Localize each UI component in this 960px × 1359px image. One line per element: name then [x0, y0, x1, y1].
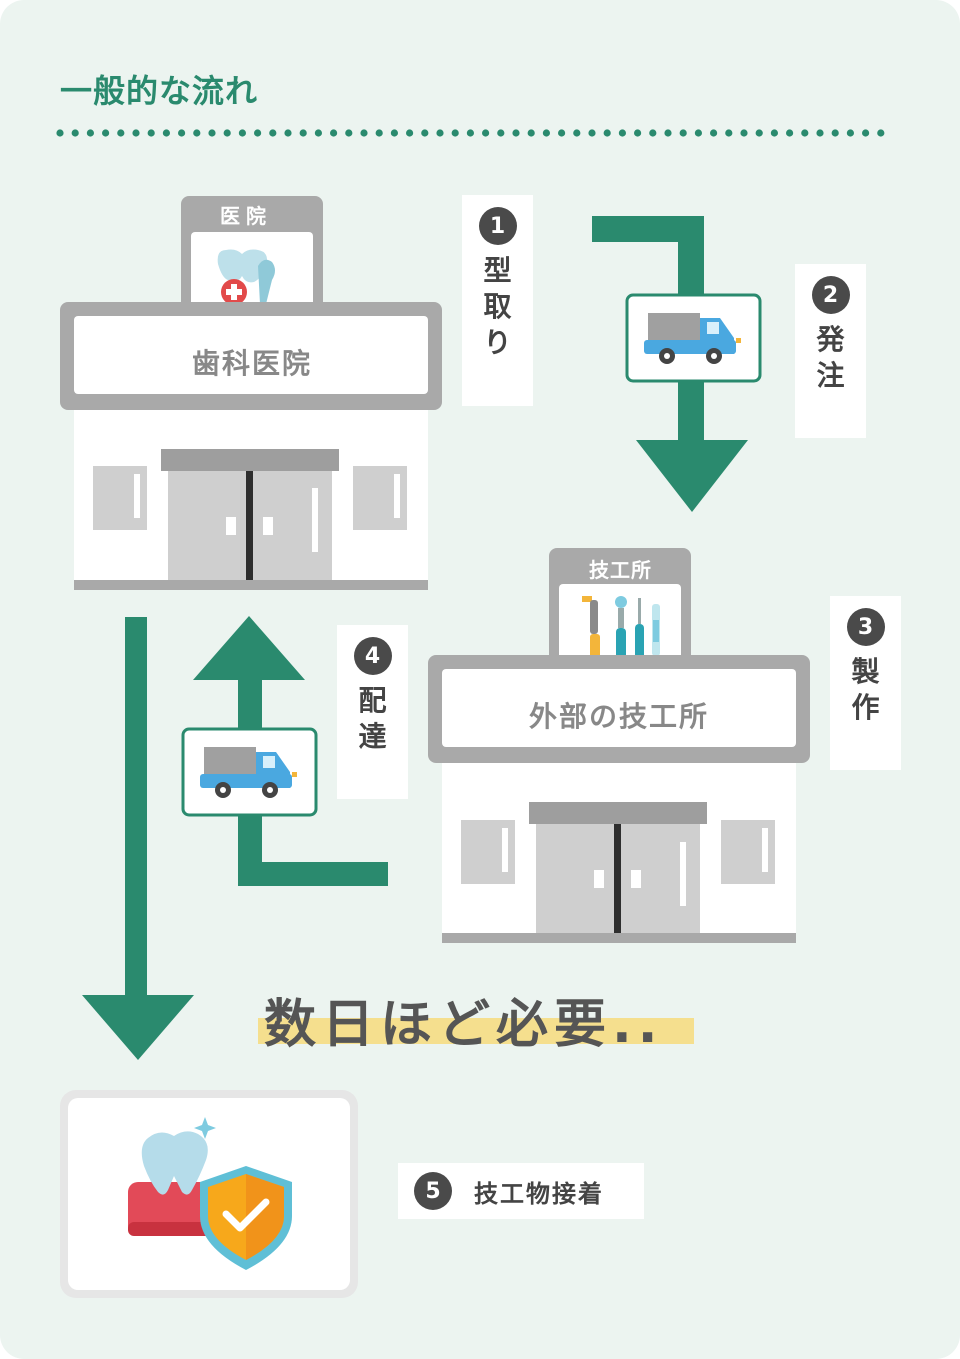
step-text: 技工物接着 [474, 1179, 604, 1208]
dental-tools-icon [582, 596, 660, 664]
page-title: 一般的な流れ [60, 72, 259, 110]
step-text: 発注 [816, 323, 845, 392]
lab-sign: 外部の技工所 [529, 700, 710, 733]
step-number: 3 [846, 608, 885, 646]
truck-icon [181, 727, 318, 817]
step-number: 1 [478, 207, 517, 245]
clinic-sign: 歯科医院 [192, 347, 313, 380]
step-text: 配達 [358, 684, 387, 753]
wait-message: 数日ほど必要.. [264, 995, 664, 1055]
message-highlight [258, 1018, 694, 1044]
step-number: 4 [353, 637, 392, 675]
result-card [60, 1090, 358, 1298]
step-text: 型取り [483, 254, 512, 359]
step-3-label: 3 製作 [830, 596, 901, 770]
wait-arrow [82, 617, 194, 1060]
clinic-building [60, 196, 442, 590]
step-number: 2 [811, 276, 850, 314]
lab-building [428, 548, 810, 943]
tooth-cross-icon [217, 249, 275, 306]
clinic-tag: 医院 [220, 204, 272, 228]
step-4-label: 4 配達 [337, 625, 408, 799]
step-1-label: 1 型取り [462, 195, 533, 406]
truck-icon [625, 293, 762, 383]
lab-tag: 技工所 [589, 558, 652, 582]
step-number: 5 [414, 1172, 452, 1210]
tooth-shield-check-icon [128, 1117, 292, 1270]
step-text: 製作 [851, 655, 880, 724]
step-5-label: 5 技工物接着 [398, 1163, 644, 1219]
step-2-label: 2 発注 [795, 264, 866, 438]
dotted-divider [56, 129, 885, 137]
